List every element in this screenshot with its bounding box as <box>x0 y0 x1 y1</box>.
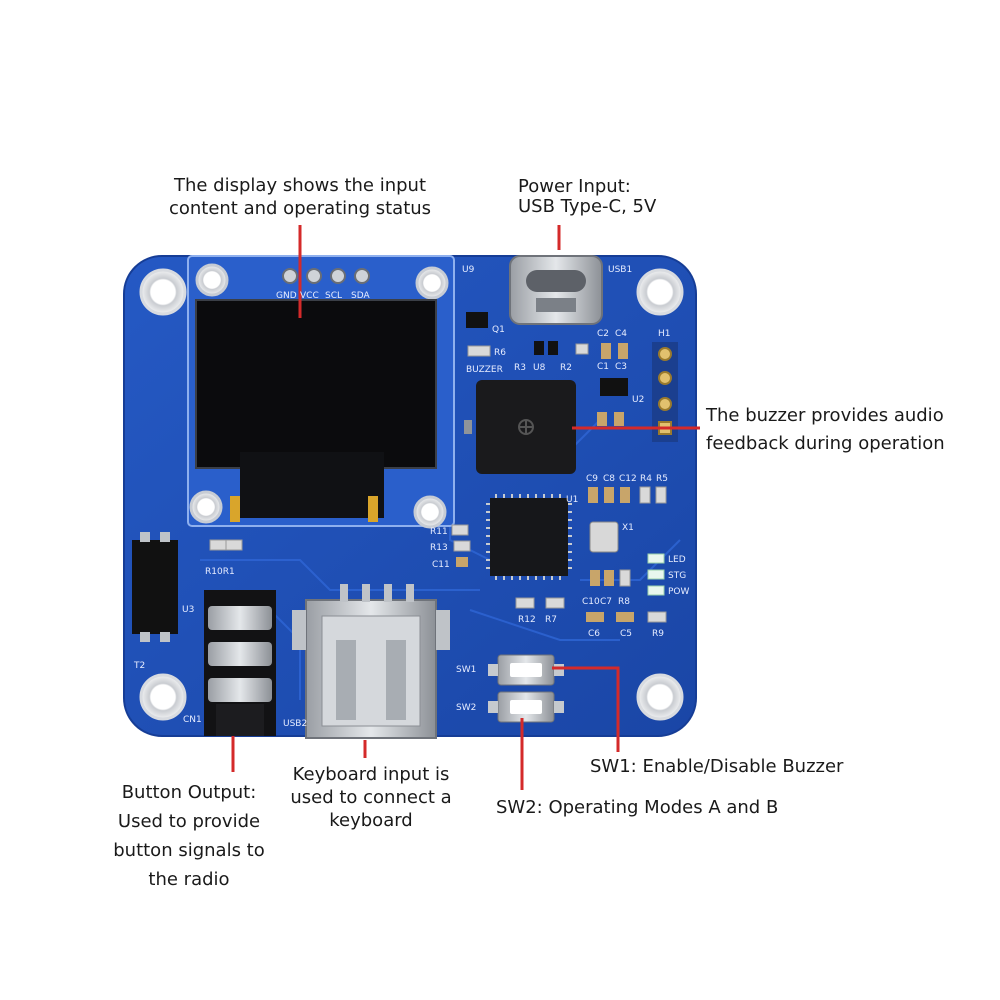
silk-u3: U3 <box>182 605 194 615</box>
silk-u1: U1 <box>566 495 578 505</box>
silk-q1: Q1 <box>492 325 505 335</box>
silk-c7: C7 <box>600 597 612 607</box>
mcu-chip <box>486 494 572 580</box>
usb-a-connector <box>292 584 450 739</box>
callout-lines <box>231 225 700 790</box>
silk-usb1: USB1 <box>608 265 632 275</box>
callout-button-output: Button Output: Used to provide button si… <box>100 778 278 894</box>
callout-display-line-1: The display shows the input <box>173 175 427 196</box>
silk-r5: R5 <box>656 474 668 484</box>
mounting-holes <box>139 268 684 721</box>
silk-sw1: SW1 <box>456 665 476 675</box>
callout-keyboard-line-1: Keyboard input is <box>292 764 450 785</box>
callout-buzzer-line-1: The buzzer provides audio <box>706 405 944 426</box>
silk-r7: R7 <box>545 615 557 625</box>
callout-button-output-line-1: Button Output: <box>121 782 257 803</box>
callout-sw1-text: SW1: Enable/Disable Buzzer <box>590 756 844 777</box>
silk-c8: C8 <box>603 474 615 484</box>
callout-sw1: SW1: Enable/Disable Buzzer <box>590 755 843 778</box>
silk-h1: H1 <box>658 329 671 339</box>
silk-c10: C10 <box>582 597 600 607</box>
callout-power-line-1: Power Input: <box>518 176 631 197</box>
silk-pin-scl: SCL <box>325 291 342 301</box>
silk-u2: U2 <box>632 395 644 405</box>
oled-display-module <box>187 255 455 529</box>
silk-c12: C12 <box>619 474 637 484</box>
silk-c5: C5 <box>620 629 632 639</box>
callout-display: The display shows the input content and … <box>150 174 450 220</box>
silk-pin-vcc: VCC <box>300 291 319 301</box>
silk-r4: R4 <box>640 474 652 484</box>
smd-components <box>209 312 667 623</box>
silk-c11: C11 <box>432 560 450 570</box>
silk-r11: R11 <box>430 527 448 537</box>
silk-stg: STG <box>668 571 686 581</box>
callout-keyboard-line-2: used to connect a <box>290 787 452 808</box>
silk-r8: R8 <box>618 597 630 607</box>
silk-r2: R2 <box>560 363 572 373</box>
callout-sw2-text: SW2: Operating Modes A and B <box>496 797 779 818</box>
silk-r13: R13 <box>430 543 448 553</box>
silk-c2: C2 <box>597 329 609 339</box>
audio-jack-cn1 <box>204 590 276 736</box>
silk-sw2: SW2 <box>456 703 476 713</box>
callout-line-sw1 <box>552 666 620 752</box>
silk-r6: R6 <box>494 348 506 358</box>
silk-c1: C1 <box>597 362 609 372</box>
silk-usb2: USB2 <box>283 719 307 729</box>
oled-screen <box>195 299 437 469</box>
callout-power-line-2: USB Type-C, 5V <box>518 196 657 217</box>
silk-x1: X1 <box>622 523 634 533</box>
silk-r10r1: R10R1 <box>205 567 235 577</box>
silk-r3: R3 <box>514 363 526 373</box>
callout-display-line-2: content and operating status <box>168 198 432 219</box>
silk-cn1: CN1 <box>183 715 202 725</box>
silk-t2: T2 <box>133 661 145 671</box>
silk-pin-gnd: GND <box>276 291 297 301</box>
callout-buzzer: The buzzer provides audio feedback durin… <box>706 402 945 458</box>
callout-keyboard: Keyboard input is used to connect a keyb… <box>276 763 466 832</box>
silk-u8: U8 <box>533 363 546 373</box>
usb-type-c-connector <box>509 255 603 325</box>
silk-pin-sda: SDA <box>351 291 370 301</box>
optocoupler-u3 <box>132 532 178 642</box>
status-leds <box>647 553 665 596</box>
silk-r9: R9 <box>652 629 664 639</box>
silk-pow: POW <box>668 587 690 597</box>
silkscreen-labels: GND VCC SCL SDA U9 USB1 Q1 R6 BUZZER R3 … <box>133 265 690 729</box>
callout-keyboard-line-3: keyboard <box>329 810 413 831</box>
silk-c9: C9 <box>586 474 598 484</box>
tact-switches <box>488 654 564 723</box>
callout-buzzer-line-2: feedback during operation <box>706 433 945 454</box>
silk-u9: U9 <box>462 265 475 275</box>
silk-led: LED <box>668 555 686 565</box>
silk-c6: C6 <box>588 629 600 639</box>
silk-c3: C3 <box>615 362 627 372</box>
header-h1 <box>652 342 678 442</box>
buzzer-component <box>464 380 576 474</box>
callout-sw2: SW2: Operating Modes A and B <box>496 796 778 819</box>
callout-button-output-line-3: button signals to <box>113 840 265 861</box>
silk-buzzer: BUZZER <box>466 365 503 375</box>
silk-r12: R12 <box>518 615 536 625</box>
callout-button-output-line-4: the radio <box>148 869 230 890</box>
silk-c4: C4 <box>615 329 627 339</box>
callout-button-output-line-2: Used to provide <box>117 811 261 832</box>
callout-power: Power Input: USB Type-C, 5V <box>518 177 656 217</box>
